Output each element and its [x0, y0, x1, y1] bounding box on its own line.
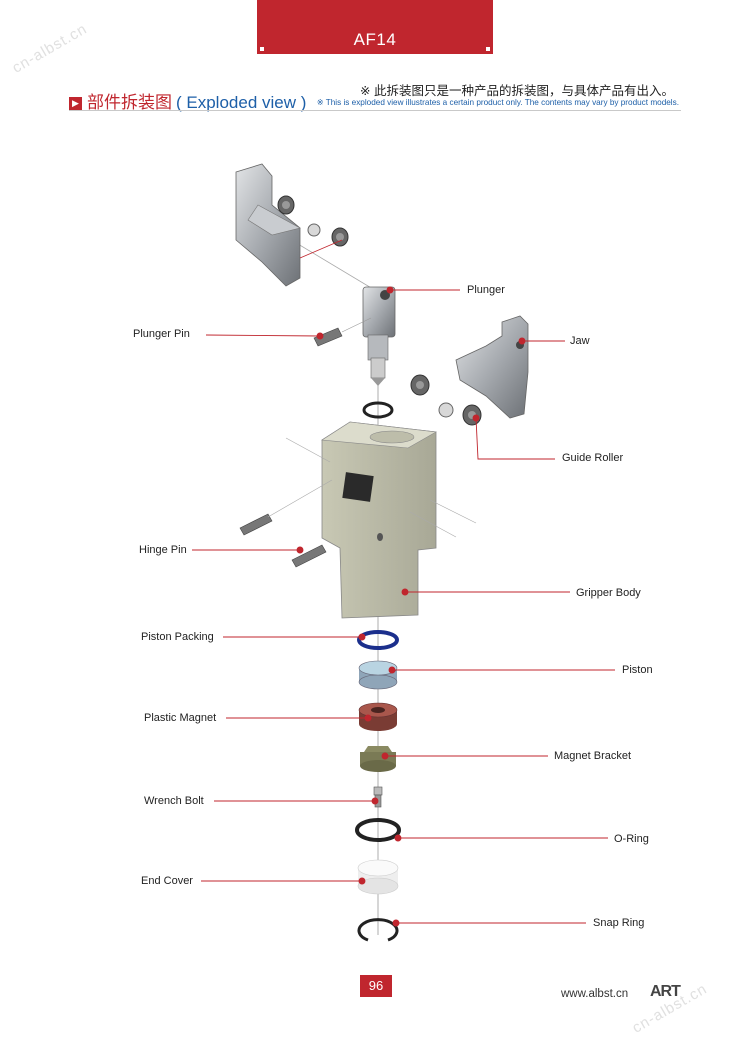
label-gripper-body: Gripper Body — [576, 587, 641, 599]
snap-ring-part — [357, 918, 399, 942]
plunger-seal — [362, 401, 394, 419]
header-tab: AF14 — [257, 0, 493, 54]
page-number: 96 — [360, 975, 392, 997]
jaw-part — [410, 315, 529, 426]
label-plunger: Plunger — [467, 284, 505, 296]
gripper-body-part — [239, 421, 477, 619]
label-o-ring: O-Ring — [614, 833, 649, 845]
plunger-pin-part — [313, 317, 372, 347]
label-piston: Piston — [622, 664, 653, 676]
piston-part — [358, 660, 398, 690]
leader-lines — [192, 286, 615, 927]
title-en: ( Exploded view ) — [176, 93, 307, 112]
title-cn: 部件拆装图 — [87, 93, 172, 112]
label-snap-ring: Snap Ring — [593, 917, 645, 929]
label-hinge-pin: Hinge Pin — [139, 544, 187, 556]
label-plunger-pin: Plunger Pin — [133, 328, 190, 340]
plastic-magnet-part — [358, 702, 398, 731]
piston-packing-part — [357, 630, 399, 650]
label-wrench-bolt: Wrench Bolt — [144, 795, 204, 807]
label-end-cover: End Cover — [141, 875, 193, 887]
plunger-part — [362, 286, 396, 386]
o-ring-part — [355, 818, 401, 842]
website-link[interactable]: www.albst.cn — [561, 988, 629, 1000]
corner-dot — [260, 47, 264, 51]
upper-jaw-part — [235, 163, 349, 287]
chevron-right-icon: ▶ — [69, 97, 82, 110]
note-cn: ※ 此拆装图只是一种产品的拆装图，与具体产品有出入。 — [360, 84, 674, 98]
section-title: ▶ 部件拆装图( Exploded view ) — [69, 88, 306, 113]
label-magnet-bracket: Magnet Bracket — [554, 750, 632, 762]
note-en: ※ This is exploded view illustrates a ce… — [316, 98, 679, 107]
label-plastic-magnet: Plastic Magnet — [144, 712, 217, 724]
corner-dot — [486, 47, 490, 51]
product-code: AF14 — [353, 30, 397, 49]
label-guide-roller: Guide Roller — [562, 452, 624, 464]
magnet-bracket-part — [360, 746, 396, 772]
divider — [69, 110, 681, 111]
label-jaw: Jaw — [570, 335, 590, 347]
label-piston-packing: Piston Packing — [141, 631, 214, 643]
end-cover-part — [357, 859, 399, 895]
brand-logo: ART — [650, 983, 681, 1000]
